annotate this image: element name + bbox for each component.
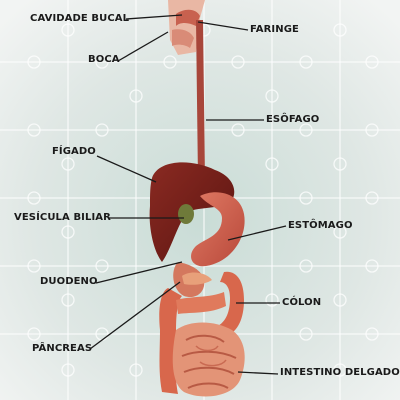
label-estomago: ESTÔMAGO (288, 220, 353, 231)
gallbladder-organ (178, 204, 194, 224)
label-boca: BOCA (88, 54, 120, 65)
label-duodeno: DUODENO (40, 276, 98, 287)
label-intestino-delgado: INTESTINO DELGADO (280, 367, 400, 378)
small-intestine-organ (172, 322, 245, 397)
liver-organ (149, 162, 235, 262)
pancreas-organ (182, 272, 212, 285)
label-faringe: FARINGE (250, 24, 299, 35)
label-vesicula-biliar: VESÍCULA BILIAR (14, 212, 111, 223)
stomach-organ (191, 192, 245, 267)
label-figado: FÍGADO (52, 146, 96, 157)
mouth-organ (168, 0, 205, 55)
label-colon: CÓLON (282, 297, 322, 308)
esophagus-organ (196, 20, 205, 180)
transverse-colon (176, 292, 226, 314)
label-pancreas: PÂNCREAS (32, 343, 93, 354)
label-cavidade-bucal: CAVIDADE BUCAL (30, 13, 130, 24)
label-esofago: ESÔFAGO (266, 114, 320, 125)
leader-lines (89, 14, 287, 375)
